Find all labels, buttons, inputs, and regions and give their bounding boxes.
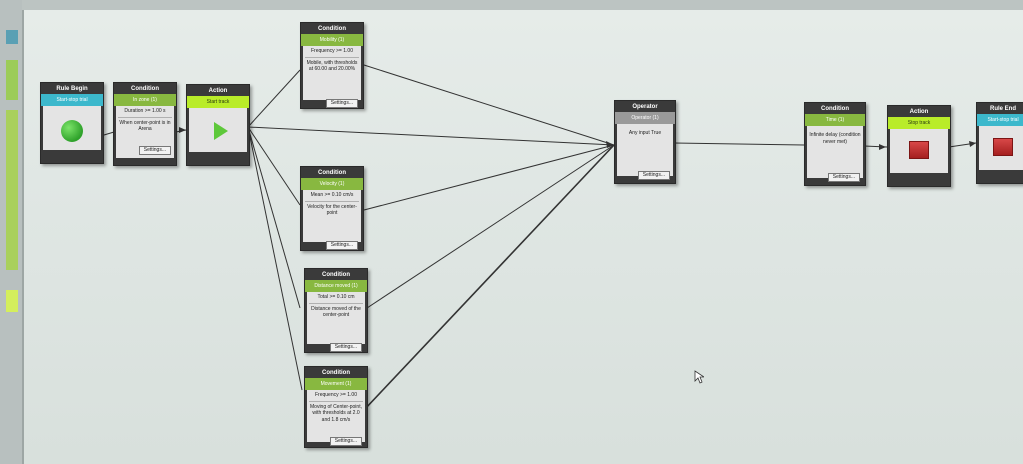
settings-button[interactable]: Settings... [329,437,362,446]
wire-operator-to-time [673,142,805,146]
arrowhead-stop [879,144,886,150]
block-title: Rule Begin [56,86,88,92]
block-body [890,129,948,173]
block-title: Condition [821,106,849,112]
block-title: Operator [632,104,658,110]
play-icon [214,122,228,140]
block-title: Condition [322,272,350,278]
condition-rule: Frequency >= 1.00 [309,392,363,402]
wire-start-to-velocity [247,126,301,206]
block-subtitle: Movement (1) [305,378,367,390]
block-body [189,108,247,152]
wire-start-to-operator [247,126,615,146]
block-subtitle: Stop track [888,117,950,129]
settings-button[interactable]: Settings... [827,173,860,182]
block-title: Rule End [989,106,1016,112]
block-subtitle: Mobility (1) [301,34,363,46]
toolbar-segment-4[interactable] [6,290,18,312]
arrowhead-start [179,127,186,133]
block-body: Total >= 0.10 cm Distance moved of the c… [307,292,365,352]
block-body: Frequency >= 1.00 Moving of Center-point… [307,390,365,446]
wire-begin-to-inzone [103,131,115,136]
wire-movement-to-operator [363,144,615,411]
wire-distance-to-operator [363,144,615,311]
block-body [43,106,101,150]
left-toolbar-strip [0,0,22,464]
block-subtitle: Start-stop trial [41,94,103,106]
toolbar-segment-1[interactable] [6,30,18,44]
window-top-bar [22,0,1023,10]
stop-icon [993,138,1013,156]
wire-mobility-to-operator [363,64,615,146]
toolbar-segment-3[interactable] [6,110,18,270]
block-subtitle: Operator (1) [615,112,675,124]
rule-begin-block[interactable]: Rule Begin Start-stop trial [40,82,104,164]
condition-mobility-block[interactable]: Condition Mobility (1) Frequency >= 1.00… [300,22,364,109]
block-body: Any input True Settings... [617,124,673,180]
block-title: Condition [322,370,350,376]
rule-canvas[interactable]: Rule Begin Start-stop trial Condition In… [22,10,1023,464]
settings-button[interactable]: Settings... [325,99,358,108]
condition-description: Moving of Center-point, with thresholds … [310,403,362,423]
arrowhead-operator [606,141,614,148]
condition-in-zone-block[interactable]: Condition In zone (1) Duration >= 1.00 s… [113,82,177,166]
action-start-track-block[interactable]: Action Start track [186,84,250,166]
block-body: Mean >= 0.10 cm/s Velocity for the cente… [303,190,361,250]
settings-button[interactable]: Settings... [138,146,171,155]
block-title: Condition [318,26,346,32]
block-subtitle: In zone (1) [114,94,176,106]
condition-description: Distance moved of the center-point [311,305,361,319]
condition-rule: Frequency >= 1.00 [305,48,359,58]
condition-description: Velocity for the center-point [307,203,357,217]
settings-button[interactable]: Settings... [637,171,670,180]
rule-end-block[interactable]: Rule End Start-stop trial [976,102,1023,184]
operator-rule: Any input True [628,130,662,136]
toolbar-segment-2[interactable] [6,60,18,100]
condition-rule: Mean >= 0.10 cm/s [305,192,359,202]
block-subtitle: Start track [187,96,249,108]
stop-icon [909,141,929,159]
block-subtitle: Distance moved (1) [305,280,367,292]
block-subtitle: Velocity (1) [301,178,363,190]
connection-wires [103,64,977,411]
wire-start-to-distance [247,126,301,309]
block-body: Frequency >= 1.00 Mobile, with threshold… [303,46,361,108]
block-title: Action [208,88,228,94]
condition-distance-moved-block[interactable]: Condition Distance moved (1) Total >= 0.… [304,268,368,353]
wire-velocity-to-operator [363,144,615,211]
wire-start-to-movement [247,126,303,391]
block-title: Condition [318,170,346,176]
condition-time-block[interactable]: Condition Time (1) Infinite delay (condi… [804,102,866,186]
condition-description: Mobile, with thresholds at 60.00 and 20.… [306,59,358,73]
arrowhead-end [969,141,976,147]
operator-block[interactable]: Operator Operator (1) Any input True Set… [614,100,676,184]
condition-description: When center-point is in Arena [119,119,171,133]
condition-rule: Duration >= 1.00 s [118,108,172,118]
block-subtitle: Start-stop trial [977,114,1023,126]
condition-rule: Infinite delay (condition never met) [809,132,861,145]
condition-movement-block[interactable]: Condition Movement (1) Frequency >= 1.00… [304,366,368,448]
settings-button[interactable]: Settings... [329,343,362,352]
green-circle-icon [61,120,83,142]
condition-rule: Total >= 0.10 cm [309,294,363,304]
mouse-cursor-icon [694,370,704,384]
block-title: Action [909,109,929,115]
wire-start-to-mobility [247,69,301,128]
block-subtitle: Time (1) [805,114,865,126]
block-title: Condition [131,86,159,92]
condition-velocity-block[interactable]: Condition Velocity (1) Mean >= 0.10 cm/s… [300,166,364,251]
action-stop-track-block[interactable]: Action Stop track [887,105,951,187]
block-body [979,126,1023,170]
block-body: Infinite delay (condition never met) Set… [807,126,863,182]
block-body: Duration >= 1.00 s When center-point is … [116,106,174,158]
settings-button[interactable]: Settings... [325,241,358,250]
